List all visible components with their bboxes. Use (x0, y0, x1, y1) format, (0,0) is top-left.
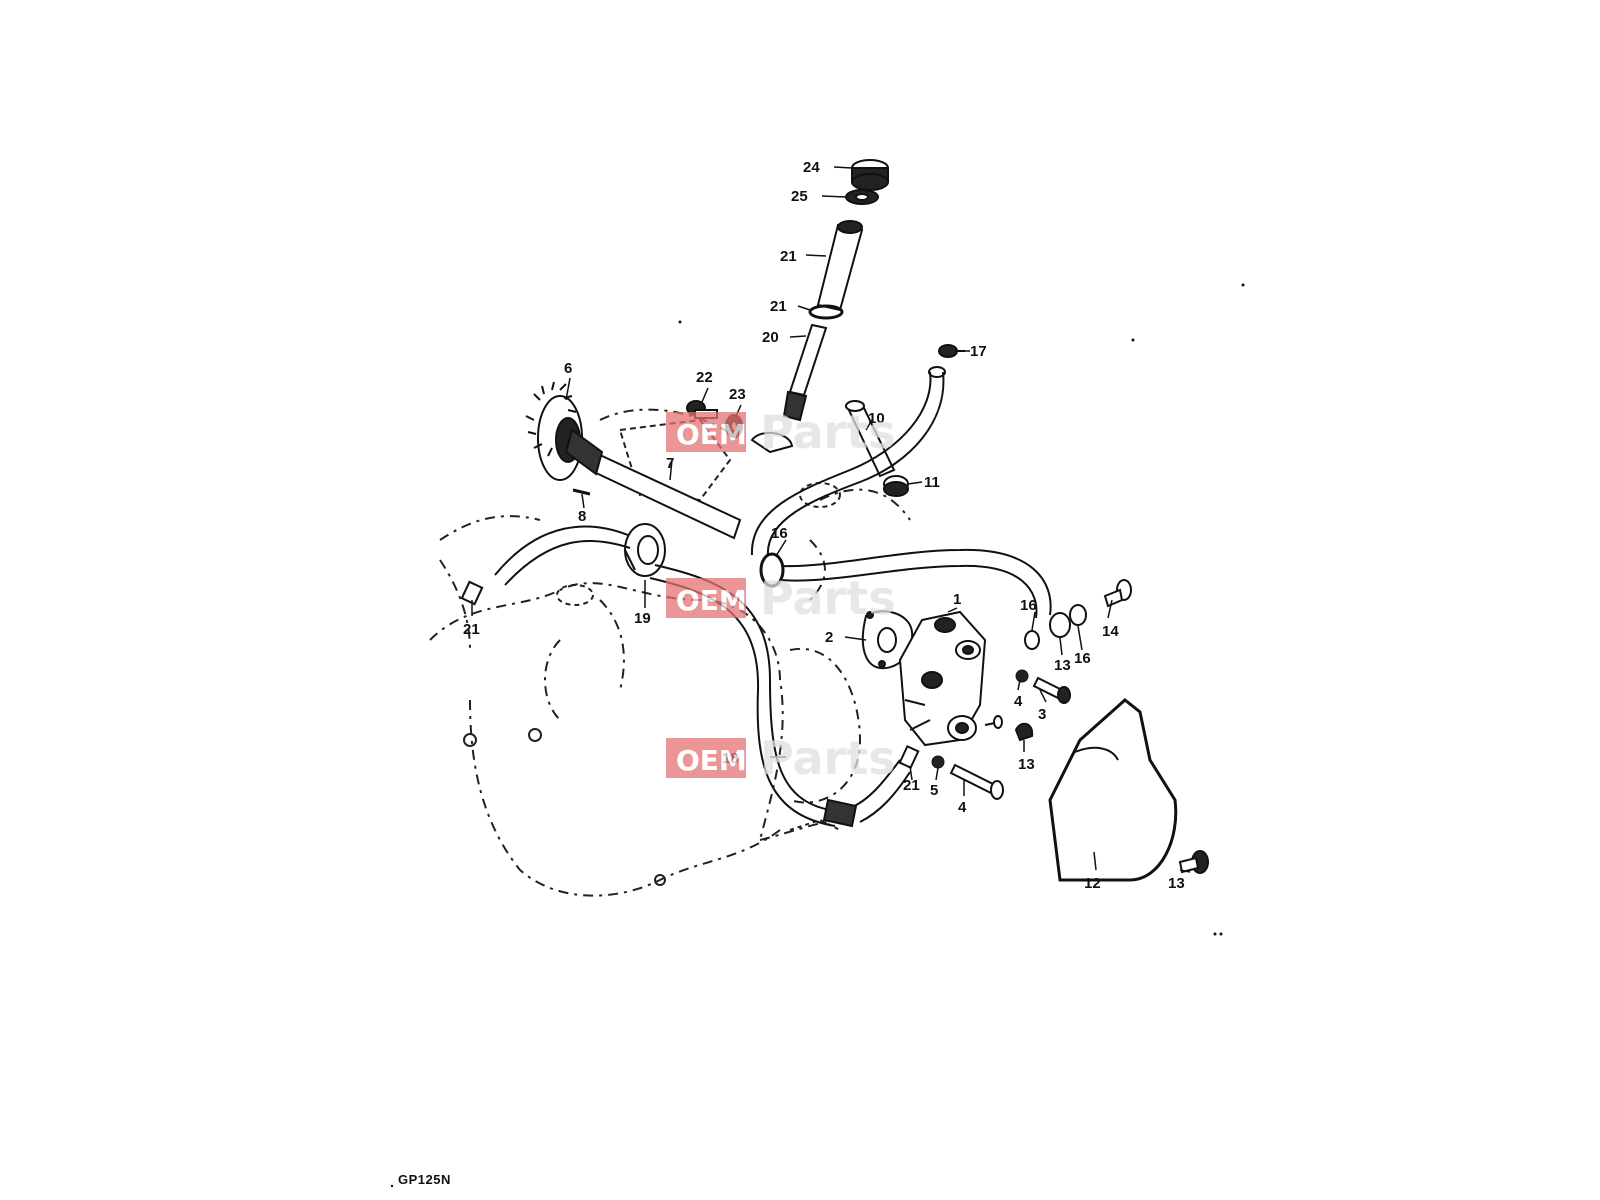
svg-text:OEM: OEM (676, 418, 747, 451)
part-clamp (822, 798, 858, 828)
part-bushing (750, 431, 794, 454)
callout-27: 24 (803, 159, 820, 176)
part-24-o-ring (808, 304, 844, 320)
svg-text:Parts: Parts (760, 405, 896, 459)
callout-16-right: 16 (1074, 650, 1091, 667)
callout-24: 21 (770, 298, 787, 315)
part-11-nut (883, 475, 909, 497)
part-1-oil-pump (898, 610, 1003, 747)
callout-18: 17 (970, 343, 987, 360)
callout-10: 10 (868, 410, 885, 427)
callout-14: 13 (1054, 657, 1071, 674)
part-4-bolt (949, 763, 1004, 800)
part-15-bolt (1103, 579, 1132, 608)
callout-13: 13 (1168, 875, 1185, 892)
part-7-shaft (564, 428, 742, 540)
callout-23: 21 (780, 248, 797, 265)
callout-5-upper: 4 (1014, 693, 1023, 710)
callout-16-left: 16 (1020, 597, 1037, 614)
callout-28: 25 (791, 188, 808, 205)
callout-20: 19 (634, 610, 651, 627)
callout-26: 23 (729, 386, 746, 403)
watermark-middle: OEM Parts (666, 571, 896, 625)
part-20-grommet (624, 523, 666, 577)
part-14-union (1049, 612, 1071, 638)
callout-9: 13 (1018, 756, 1035, 773)
callout-7: 7 (666, 455, 674, 472)
svg-text:Parts: Parts (760, 731, 896, 785)
callout-11: 11 (924, 474, 940, 491)
part-13-screw (1178, 850, 1209, 874)
svg-text:OEM: OEM (676, 744, 747, 777)
part-27-cap (851, 159, 889, 191)
callout-21-right: 21 (903, 777, 920, 794)
leader-lines (471, 166, 1191, 873)
watermark-bottom: OEM Parts (666, 731, 896, 785)
callout-15: 14 (1102, 623, 1119, 640)
callout-5-lower: 5 (930, 782, 938, 799)
callout-22: 20 (762, 329, 779, 346)
scan-specks (390, 283, 1245, 1188)
part-8-pin (572, 488, 591, 496)
part-12-cover (1048, 698, 1178, 882)
part-9-clip (1014, 722, 1034, 742)
part-16-washer-right (1069, 604, 1087, 626)
callout-21-left: 21 (463, 621, 480, 638)
callout-1: 1 (953, 591, 961, 608)
model-code: GP125N (398, 1172, 451, 1187)
part-16-washer-left (1024, 630, 1040, 650)
part-3-screw (1032, 676, 1071, 704)
callout-8: 8 (578, 508, 586, 525)
part-10-pin (845, 400, 896, 478)
svg-text:OEM: OEM (676, 584, 747, 617)
callout-6: 6 (564, 360, 572, 377)
watermark-top: OEM Parts (666, 405, 896, 459)
part-5-washer-lower (931, 755, 945, 769)
callout-25: 22 (696, 369, 713, 386)
callout-4: 4 (958, 799, 967, 816)
part-21-fitting-right (898, 744, 920, 770)
part-22-gear-shaft (782, 323, 828, 422)
part-5-washer-upper (1015, 669, 1029, 683)
part-21-fitting-left (460, 580, 484, 606)
svg-text:Parts: Parts (760, 571, 896, 625)
callout-12: 12 (1084, 875, 1101, 892)
callout-17: 16 (771, 525, 788, 542)
part-17-grommet (759, 552, 785, 588)
part-2-gasket (861, 610, 914, 670)
callout-2: 2 (825, 629, 833, 646)
part-28-washer (845, 189, 879, 205)
callout-3: 3 (1038, 706, 1046, 723)
part-23-sleeve (816, 220, 864, 312)
